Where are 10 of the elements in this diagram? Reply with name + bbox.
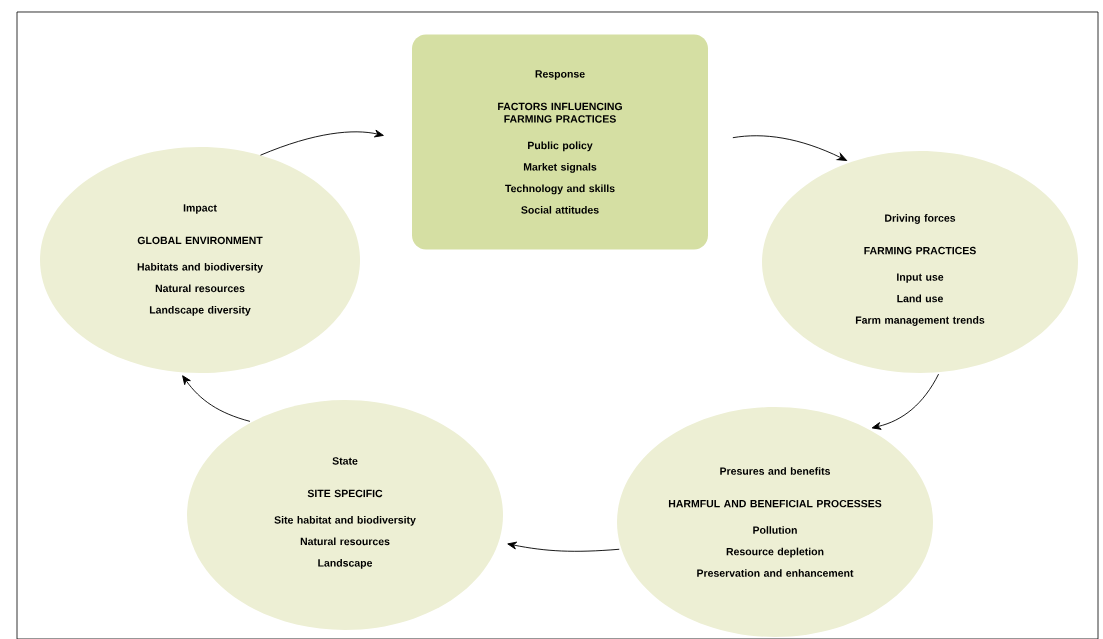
process-box: Response FACTORS INFLUENCING FARMING PRACTICES Public policy Market signals Technology and skills Social attitudes xyxy=(412,34,708,250)
arrow xyxy=(871,373,939,430)
ellipse-node: State SITE SPECIFIC Site habitat and biodiversity Natural resources Landscape xyxy=(187,400,503,630)
arrow xyxy=(182,375,251,422)
ellipse-node: Presures and benefits HARMFUL AND BENEFICIAL PROCESSES Pollution Resource depletion Preservation and enhancement xyxy=(617,407,933,637)
ellipse-node: Impact GLOBAL ENVIRONMENT Habitats and biodiversity Natural resources Landscape diversity xyxy=(40,147,360,373)
arrow xyxy=(507,541,620,552)
arrow xyxy=(732,135,847,161)
arrow xyxy=(260,129,384,156)
ellipse-node: Driving forces FARMING PRACTICES Input use Land use Farm management trends xyxy=(762,151,1078,373)
